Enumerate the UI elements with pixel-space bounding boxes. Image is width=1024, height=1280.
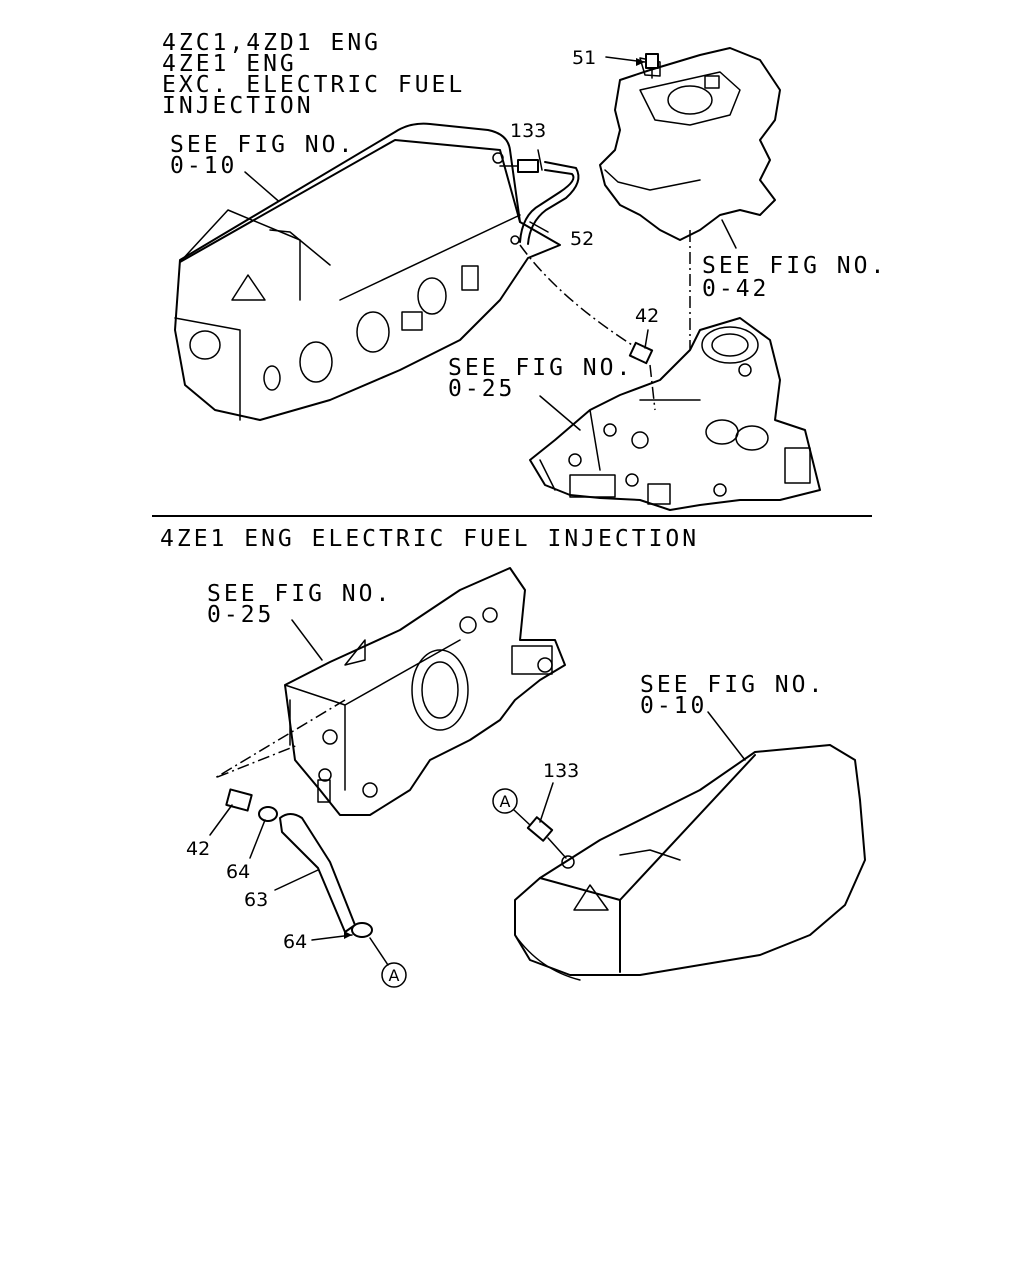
- top-ref-cover-line2: 0-10: [170, 153, 237, 179]
- label-133-bottom: 133: [543, 760, 579, 782]
- clip-64-upper: [258, 806, 278, 822]
- pcv-valve-133-top: [517, 159, 539, 173]
- vacuum-hose-52-top: [499, 149, 580, 245]
- bottom-ref-cover-leader: [707, 711, 746, 761]
- top-ref-manifold-line2: 0-25: [448, 376, 515, 402]
- bottom-ref-cover: SEE FIG NO. 0-10: [640, 672, 825, 761]
- label-133-top: 133: [510, 120, 546, 142]
- label-42-bottom: 42: [186, 838, 210, 860]
- cylinder-head-cover-bottom: [514, 744, 866, 981]
- label-51: 51: [572, 47, 596, 69]
- ref-marker-a-upper: A: [492, 788, 531, 826]
- top-title-line-2: 4ZE1 ENG: [162, 51, 297, 77]
- label-52: 52: [570, 228, 594, 250]
- top-ref-carb-line1: SEE FIG NO.: [702, 253, 887, 279]
- pcv-valve-133-bottom: 133: [526, 760, 579, 859]
- top-title-line-3: EXC. ELECTRIC FUEL: [162, 72, 465, 98]
- bottom-ref-manifold-line1: SEE FIG NO.: [207, 581, 392, 607]
- label-64-lower: 64: [283, 931, 307, 953]
- top-ref-cover: SEE FIG NO. 0-10: [170, 132, 355, 206]
- intake-manifold-top: [529, 317, 821, 511]
- top-ref-carb-line2: 0-42: [702, 276, 769, 302]
- top-ref-cover-line1: SEE FIG NO.: [170, 132, 355, 158]
- top-title-line-4: INJECTION: [162, 93, 314, 119]
- bottom-ref-manifold: SEE FIG NO. 0-25: [207, 581, 392, 661]
- top-part-labels: 51 133 52 42: [510, 47, 659, 327]
- label-42-top: 42: [635, 305, 659, 327]
- top-ref-manifold-line1: SEE FIG NO.: [448, 355, 633, 381]
- label-64-upper: 64: [226, 861, 250, 883]
- top-ref-manifold: SEE FIG NO. 0-25: [448, 355, 633, 431]
- carburetor: [599, 47, 781, 405]
- ref-marker-a-lower: A: [369, 937, 407, 988]
- intake-manifold-bottom: [284, 567, 566, 816]
- bottom-title: 4ZE1 ENG ELECTRIC FUEL INJECTION: [160, 526, 699, 552]
- top-ref-carb-leader: [721, 219, 737, 249]
- bottom-ref-cover-line2: 0-10: [640, 693, 707, 719]
- bottom-part-labels: 42 64 63 64: [186, 804, 353, 953]
- top-ref-cover-leader: [244, 171, 284, 206]
- cylinder-head-cover-top: [174, 122, 561, 421]
- top-ref-carb: SEE FIG NO. 0-42: [702, 219, 887, 302]
- top-title-block: 4ZC1,4ZD1 ENG 4ZE1 ENG EXC. ELECTRIC FUE…: [162, 30, 465, 119]
- top-ref-manifold-leader: [539, 395, 581, 431]
- label-63: 63: [244, 889, 268, 911]
- ref-marker-a-lower-text: A: [389, 966, 400, 985]
- ref-marker-a-upper-text: A: [500, 792, 511, 811]
- clip-64-lower: [351, 922, 373, 938]
- top-title-line-1: 4ZC1,4ZD1 ENG: [162, 30, 381, 56]
- bottom-ref-manifold-line2: 0-25: [207, 602, 274, 628]
- fitting-42-top: [519, 244, 656, 411]
- clip-51: [605, 53, 659, 79]
- bottom-ref-manifold-leader: [291, 619, 323, 661]
- bottom-ref-cover-line1: SEE FIG NO.: [640, 672, 825, 698]
